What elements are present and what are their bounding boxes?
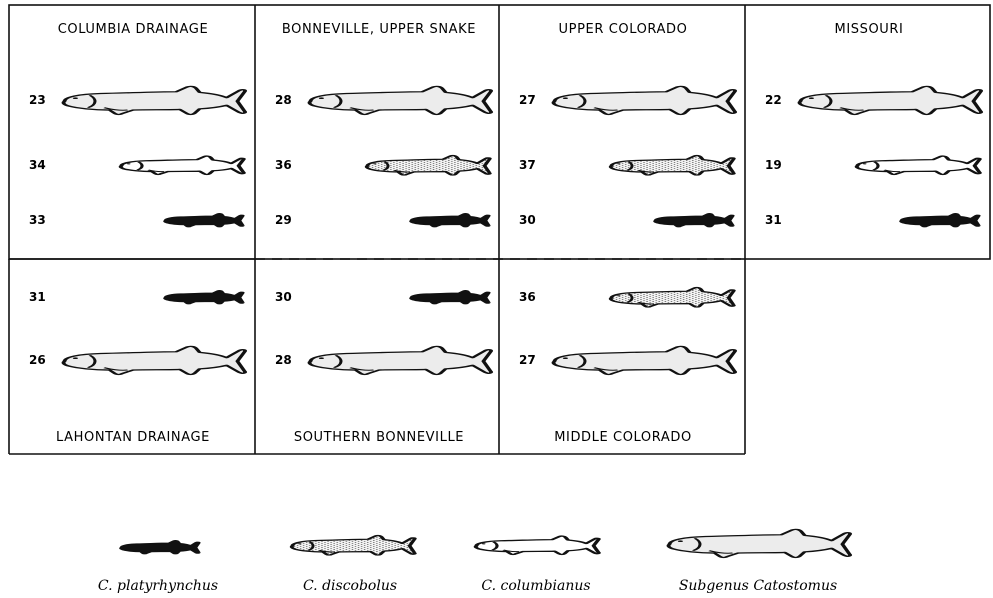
fish-platyrhynchus: [411, 214, 489, 227]
specimen-count: 28: [275, 353, 292, 367]
panels: COLUMBIA DRAINAGE 23 34 33 BONNEVILLE, UPPER…: [29, 22, 981, 445]
specimen-count: 23: [29, 93, 46, 107]
specimen-count: 36: [519, 290, 536, 304]
panel-title: LAHONTAN DRAINAGE: [56, 430, 210, 445]
fish-platyrhynchus: [411, 291, 489, 304]
specimen-count: 28: [275, 93, 292, 107]
fish-platyrhynchus: [165, 214, 243, 227]
fish-columbianus: [857, 156, 980, 174]
legend-item-columbianus: C. columbianus: [476, 536, 599, 594]
specimen-count: 22: [765, 93, 782, 107]
legend-fish-platyrhynchus: [121, 541, 199, 554]
panel-title: SOUTHERN BONNEVILLE: [294, 430, 464, 445]
fish-catostomus: [64, 346, 246, 374]
specimen-count: 26: [29, 353, 46, 367]
fish-platyrhynchus: [165, 291, 243, 304]
specimen-count: 29: [275, 213, 292, 227]
fish-columbianus: [121, 156, 244, 174]
fish-catostomus: [800, 86, 982, 114]
legend-label: C. platyrhynchus: [98, 578, 218, 594]
panel-southern-bonneville: SOUTHERN BONNEVILLE 30 28: [275, 290, 491, 445]
panel-title: MISSOURI: [835, 22, 904, 37]
legend-label: C. discobolus: [303, 578, 397, 594]
fish-catostomus: [64, 86, 246, 114]
panel-title: UPPER COLORADO: [559, 22, 688, 37]
panel-grid: [9, 5, 990, 454]
fish-discobolus: [367, 156, 490, 175]
panel-title: COLUMBIA DRAINAGE: [58, 22, 209, 37]
legend-fish-columbianus: [476, 536, 599, 554]
panel-upper-colorado: UPPER COLORADO 27 37 30: [519, 22, 735, 227]
specimen-count: 33: [29, 213, 46, 227]
legend-label: C. columbianus: [481, 578, 590, 594]
specimen-count: 30: [275, 290, 292, 304]
fish-catostomus: [554, 86, 736, 114]
specimen-count: 37: [519, 158, 536, 172]
specimen-count: 34: [29, 158, 46, 172]
fish-platyrhynchus: [655, 214, 733, 227]
panel-title: BONNEVILLE, UPPER SNAKE: [282, 22, 476, 37]
specimen-count: 36: [275, 158, 292, 172]
specimen-count: 19: [765, 158, 782, 172]
fish-catostomus: [554, 346, 736, 374]
specimen-count: 31: [765, 213, 782, 227]
legend-fish-discobolus: [292, 536, 415, 555]
panel-bonneville-upper-snake: BONNEVILLE, UPPER SNAKE 28 36 29: [275, 22, 491, 227]
fish-platyrhynchus: [901, 214, 979, 227]
specimen-count: 27: [519, 353, 536, 367]
fish-discobolus: [611, 288, 734, 307]
panel-lahontan: LAHONTAN DRAINAGE 31 26: [29, 290, 245, 445]
legend: C. platyrhynchus C. discobolus C. columbia…: [98, 529, 850, 594]
legend-fish-catostomus: [669, 529, 851, 557]
legend-label: Subgenus Catostomus: [679, 578, 837, 594]
legend-item-discobolus: C. discobolus: [292, 536, 415, 594]
panel-title: MIDDLE COLORADO: [554, 430, 692, 445]
panel-middle-colorado: MIDDLE COLORADO 36 27: [519, 288, 735, 445]
specimen-count: 31: [29, 290, 46, 304]
panel-columbia: COLUMBIA DRAINAGE 23 34 33: [29, 22, 245, 227]
fish-catostomus: [310, 86, 492, 114]
fish-discobolus: [611, 156, 734, 175]
specimen-count: 27: [519, 93, 536, 107]
legend-item-catostomus: Subgenus Catostomus: [669, 529, 851, 594]
specimen-count: 30: [519, 213, 536, 227]
legend-item-platyrhynchus: C. platyrhynchus: [98, 541, 218, 594]
fish-catostomus: [310, 346, 492, 374]
panel-missouri: MISSOURI 22 19 31: [765, 22, 981, 227]
